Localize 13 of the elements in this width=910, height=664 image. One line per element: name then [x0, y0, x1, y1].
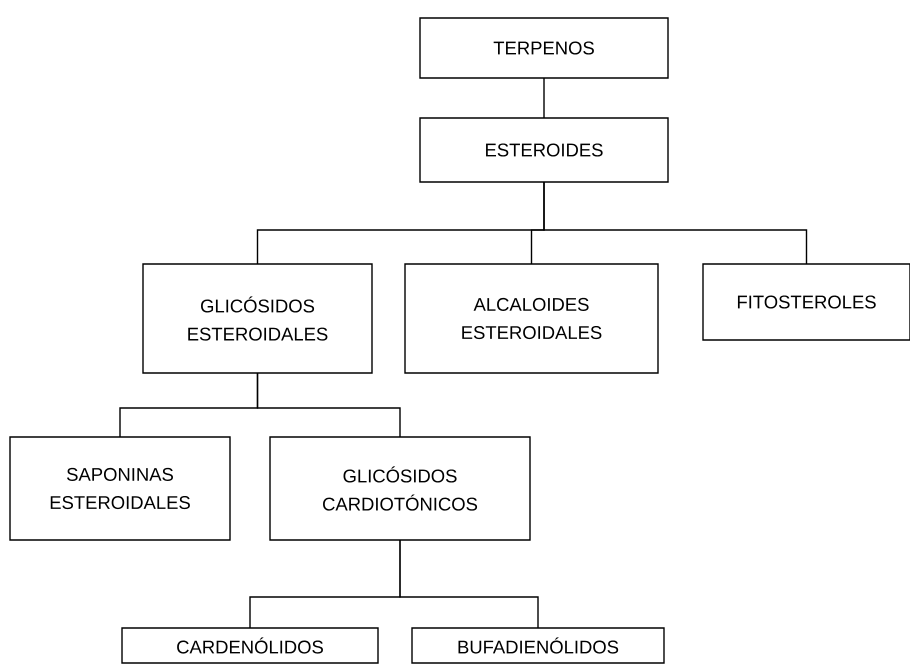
class-box: ESTEROIDES [419, 117, 669, 183]
class-box: BUFADIENÓLIDOS [411, 627, 665, 664]
connector-line [543, 78, 545, 118]
class-box: TERPENOS [419, 17, 669, 79]
class-box: GLICÓSIDOS ESTEROIDALES [142, 263, 373, 374]
connector-line [543, 182, 808, 264]
connector-line [399, 540, 539, 628]
class-box: CARDENÓLIDOS [121, 627, 379, 664]
connector-line [256, 373, 401, 437]
class-box: SAPONINAS ESTEROIDALES [9, 436, 231, 541]
class-box: FITOSTEROLES [702, 263, 910, 341]
class-box: ALCALOIDES ESTEROIDALES [404, 263, 659, 374]
class-box: GLICÓSIDOS CARDIOTÓNICOS [269, 436, 531, 541]
